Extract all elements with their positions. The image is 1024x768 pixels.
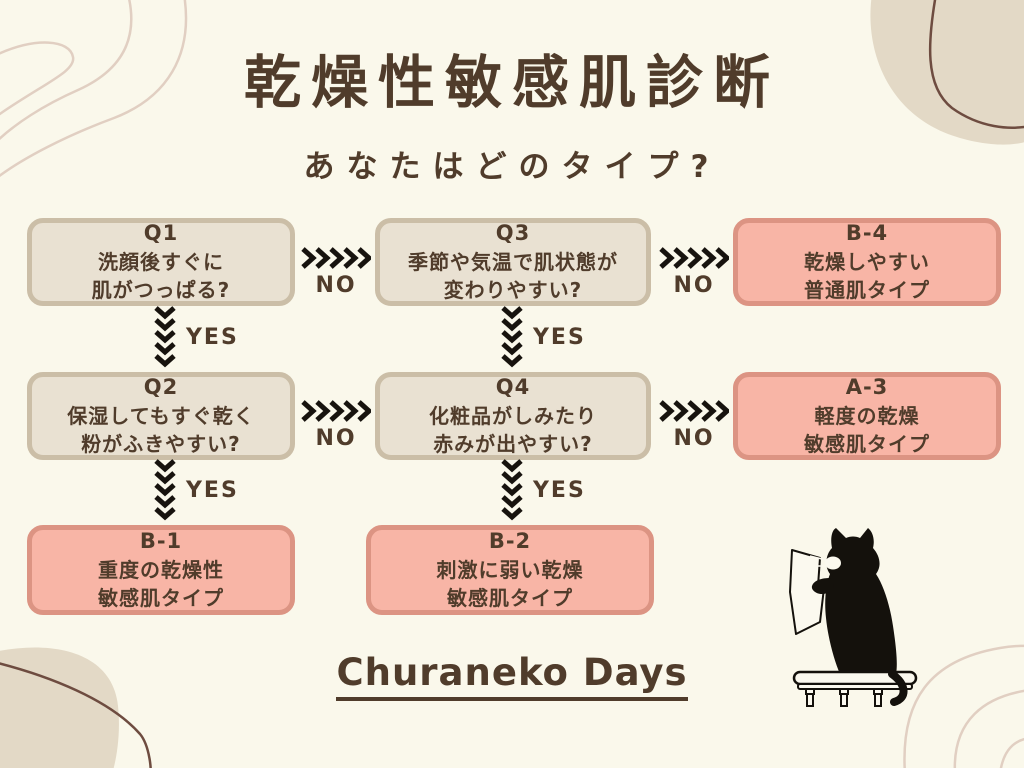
contour-lines-top-left	[0, 41, 75, 116]
node-text-line: 赤みが出やすい?	[433, 432, 593, 457]
squiggle-line-top-right	[928, 0, 1024, 129]
node-id-label: A-3	[845, 375, 889, 400]
yes-arrow-q2-b1: YES	[153, 459, 239, 521]
chevron-down-icon	[153, 459, 177, 521]
yes-arrow-q3-q4: YES	[500, 306, 586, 368]
flow-node-q1: Q1 洗顔後すぐに 肌がつっぱる?	[27, 218, 295, 306]
page-title: 乾燥性敏感肌診断	[244, 50, 780, 116]
squiggle-line-bottom-left	[0, 662, 152, 768]
yes-arrow-q1-q2: YES	[153, 306, 239, 368]
flow-node-b2: B-2 刺激に弱い乾燥 敏感肌タイプ	[366, 525, 654, 615]
node-text-line: 季節や気温で肌状態が	[408, 249, 618, 274]
node-text-line: 敏感肌タイプ	[804, 432, 930, 457]
no-arrow-q4-a3: NO	[658, 399, 730, 451]
cat-tail	[888, 670, 908, 706]
yes-arrow-q4-b2: YES	[500, 459, 586, 521]
node-text-line: 洗顔後すぐに	[98, 249, 224, 274]
chevron-right-icon	[301, 399, 371, 423]
stool-legs	[805, 688, 883, 707]
node-text-line: 肌がつっぱる?	[91, 278, 231, 303]
black-cat-reading-paper-icon	[789, 528, 918, 707]
node-text-line: 刺激に弱い乾燥	[436, 557, 584, 582]
no-label: NO	[315, 273, 357, 298]
flow-node-q2: Q2 保湿してもすぐ乾く 粉がふきやすい?	[27, 372, 295, 460]
no-arrow-q2-q4: NO	[300, 399, 372, 451]
cat-body	[825, 528, 897, 674]
yes-label: YES	[186, 477, 239, 503]
node-text-line: 保湿してもすぐ乾く	[67, 403, 255, 428]
node-id-label: Q3	[495, 221, 531, 246]
node-text-line: 乾燥しやすい	[804, 249, 930, 274]
flow-node-q4: Q4 化粧品がしみたり 赤みが出やすい?	[375, 372, 651, 460]
no-label: NO	[673, 273, 715, 298]
node-text-line: 変わりやすい?	[443, 278, 583, 303]
chevron-down-icon	[500, 306, 524, 368]
flow-node-b4: B-4 乾燥しやすい 普通肌タイプ	[733, 218, 1001, 306]
node-id-label: Q1	[143, 221, 179, 246]
no-label: NO	[673, 426, 715, 451]
blob-top-right	[870, 0, 1024, 145]
node-id-label: Q2	[143, 375, 179, 400]
yes-label: YES	[186, 324, 239, 350]
no-label: NO	[315, 426, 357, 451]
chevron-down-icon	[500, 459, 524, 521]
chevron-right-icon	[659, 399, 729, 423]
no-arrow-q1-q3: NO	[300, 246, 372, 298]
page-subtitle: あなたはどのタイプ?	[303, 149, 721, 185]
chevron-right-icon	[659, 246, 729, 270]
brand-footer: Churaneko Days	[0, 651, 1024, 701]
node-text-line: 重度の乾燥性	[98, 557, 224, 582]
node-id-label: B-1	[139, 529, 183, 554]
blob-bottom-left	[0, 647, 119, 768]
flow-node-q3: Q3 季節や気温で肌状態が 変わりやすい?	[375, 218, 651, 306]
contour-lines-bottom-right	[903, 644, 1024, 768]
node-text-line: 敏感肌タイプ	[447, 586, 573, 611]
yes-label: YES	[533, 324, 586, 350]
yes-label: YES	[533, 477, 586, 503]
node-id-label: B-4	[845, 221, 889, 246]
node-id-label: Q4	[495, 375, 531, 400]
node-text-line: 軽度の乾燥	[814, 403, 920, 428]
node-text-line: 化粧品がしみたり	[429, 403, 597, 428]
cat-muzzle	[825, 556, 841, 570]
cat-front-leg	[811, 578, 834, 594]
no-arrow-q3-b4: NO	[658, 246, 730, 298]
chevron-right-icon	[301, 246, 371, 270]
node-text-line: 粉がふきやすい?	[81, 432, 241, 457]
stool-seat-edge	[797, 683, 913, 690]
flow-node-b1: B-1 重度の乾燥性 敏感肌タイプ	[27, 525, 295, 615]
cat-whiskers	[809, 555, 827, 567]
flow-node-a3: A-3 軽度の乾燥 敏感肌タイプ	[733, 372, 1001, 460]
node-text-line: 普通肌タイプ	[804, 278, 930, 303]
paper	[789, 549, 825, 635]
brand-name: Churaneko Days	[336, 651, 688, 701]
chevron-down-icon	[153, 306, 177, 368]
node-text-line: 敏感肌タイプ	[98, 586, 224, 611]
node-id-label: B-2	[488, 529, 532, 554]
